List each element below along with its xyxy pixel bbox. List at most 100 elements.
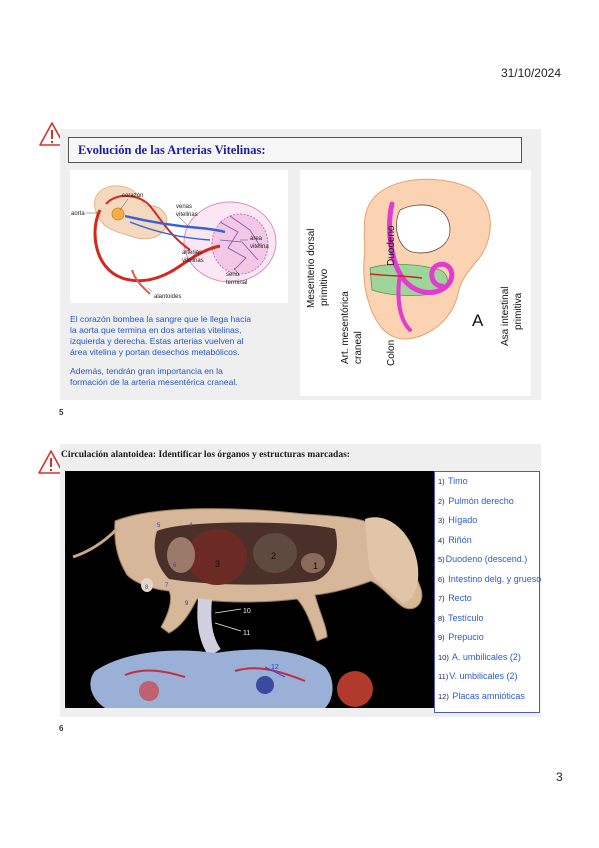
label-mesenterio-primitivo: primitivo — [319, 268, 330, 306]
list-item-label: Testículo — [448, 612, 484, 623]
list-item-number: 1) — [438, 477, 445, 486]
list-item-number: 12) — [438, 691, 449, 701]
photo-label-12: 12 — [271, 664, 279, 671]
list-item-number: 11) — [438, 672, 449, 681]
paragraph-1: El corazón bombea la sangre que le llega… — [70, 314, 298, 358]
list-item-label: Recto — [448, 593, 472, 603]
warning-icon — [38, 450, 64, 474]
label-letter-a: A — [472, 311, 484, 330]
list-item-label: V. umbilicales (2) — [449, 671, 518, 681]
label-corazon: corazón — [122, 193, 143, 199]
header-date: 31/10/2024 — [500, 66, 561, 80]
photo-label-6: 6 — [173, 563, 177, 569]
list-item: 6) Intestino delg. y grueso — [438, 570, 541, 590]
slide-title: Evolución de las Arterias Vitelinas: — [78, 143, 266, 157]
label-aorta: aorta — [71, 211, 85, 217]
lung-organ — [253, 533, 297, 573]
warning-icon — [39, 122, 65, 146]
label-venas: venas — [176, 204, 192, 210]
list-item: 8) Testículo — [438, 609, 541, 629]
label-alantoides: alantoides — [154, 294, 181, 300]
list-item-label: Hígado — [448, 515, 478, 525]
label-arterias: arterias — [182, 250, 202, 256]
structure-list: 1) Timo 2) Pulmón derecho 3) Hígado 4) R… — [434, 471, 541, 713]
list-item-label: Intestino delg. y grueso — [448, 573, 542, 584]
list-item-number: 8) — [438, 613, 445, 623]
list-item-number: 10) — [438, 652, 449, 662]
label-colon: Colon — [386, 340, 397, 366]
label-asa-intestinal: Asa intestinal — [500, 287, 511, 346]
list-item-label: Pulmón derecho — [448, 495, 514, 506]
photo-label-1: 1 — [313, 561, 318, 571]
paragraph-2-line: Además, tendrán gran importancia en la — [70, 366, 223, 376]
label-seno: seno — [226, 272, 240, 278]
label-area-vitelina: vitelina — [250, 244, 269, 250]
photo-label-4: 4 — [189, 523, 193, 529]
list-item: 7) Recto — [438, 589, 541, 609]
slide-circulacion-alantoidea: Circulación alantoidea: Identificar los … — [60, 444, 541, 717]
label-art-mesenterica: Art. mesentórica — [340, 291, 351, 364]
label-venas-vitelinas: vitelinas — [176, 212, 198, 218]
slide2-heading: Circulación alantoidea: Identificar los … — [61, 450, 350, 460]
photo-label-9: 9 — [185, 601, 189, 607]
slide-arterias-vitelinas: Evolución de las Arterias Vitelinas: aor… — [60, 129, 541, 400]
slide-number-5: 5 — [59, 408, 64, 417]
list-item-label: Duodeno (descend.) — [445, 554, 528, 564]
slide-number-6: 6 — [59, 724, 64, 733]
label-art-craneal: craneal — [353, 331, 364, 364]
list-item-number: 4) — [438, 535, 445, 545]
photo-label-10: 10 — [243, 608, 251, 615]
list-item: 2) Pulmón derecho — [438, 492, 541, 512]
paragraph-1-line: área vitelina y portan desechos metabóli… — [70, 347, 240, 357]
paragraph-1-line: izquierda y derecha. Estas arterias vuel… — [70, 336, 244, 346]
list-item: 11)V. umbilicales (2) — [438, 667, 541, 687]
liver-organ — [187, 529, 247, 585]
gut-loop — [387, 201, 455, 295]
list-item: 12) Placas amnióticas — [438, 687, 541, 707]
label-terminal: terminal — [226, 280, 247, 286]
photo-label-8: 8 — [145, 585, 149, 591]
paragraph-1-line: la aorta que termina en dos arterias vit… — [70, 325, 242, 335]
page-number: 3 — [556, 770, 563, 784]
list-item-number: 6) — [438, 574, 445, 584]
list-item-number: 7) — [438, 594, 445, 603]
list-item-number: 5) — [438, 555, 445, 564]
list-item-label: Timo — [448, 476, 468, 486]
list-item-number: 3) — [438, 516, 445, 525]
label-arterias-vitelinas: vitelinas — [182, 258, 204, 264]
photo-label-11: 11 — [243, 630, 250, 637]
list-item-label: Riñón — [448, 534, 472, 545]
list-item: 10) A. umbilicales (2) — [438, 648, 541, 668]
list-item: 9) Prepucio — [438, 628, 541, 648]
list-item-label: Prepucio — [448, 632, 484, 642]
paragraph-2: Además, tendrán gran importancia en la f… — [70, 366, 298, 388]
label-asa-primitiva: primitiva — [513, 292, 524, 330]
list-item: 3) Hígado — [438, 511, 541, 531]
list-item-number: 2) — [438, 496, 445, 506]
label-duodeno: Duodeno — [386, 225, 397, 266]
heart-shape — [111, 207, 125, 221]
list-item-number: 9) — [438, 633, 445, 642]
paragraph-2-line: formación de la arteria mesentérica cran… — [70, 377, 238, 387]
paragraph-1-line: El corazón bombea la sangre que le llega… — [70, 314, 252, 324]
list-item: 1) Timo — [438, 472, 541, 492]
intestinal-loop-figure: Mesenterio dorsal primitivo Art. mesentó… — [300, 170, 531, 396]
embryo-silhouette — [363, 178, 491, 340]
label-area: área — [250, 236, 263, 242]
vitelline-arteries-figure: aorta corazón venas vitelinas área vitel… — [70, 170, 288, 303]
list-item: 4) Riñón — [438, 531, 541, 551]
list-item-label: Placas amnióticas — [452, 690, 525, 701]
photo-label-3: 3 — [215, 559, 220, 569]
cotyledon — [337, 671, 373, 707]
photo-label-2: 2 — [271, 551, 276, 561]
thymus-organ — [301, 553, 325, 573]
placenta — [90, 649, 333, 708]
seno-terminal — [211, 213, 269, 275]
label-mesenterio-dorsal: Mesenterio dorsal — [306, 229, 317, 308]
list-item: 5)Duodeno (descend.) — [438, 550, 541, 570]
structure-list-items: 1) Timo 2) Pulmón derecho 3) Hígado 4) R… — [438, 472, 541, 706]
photo-label-7: 7 — [165, 583, 169, 589]
photo-label-5: 5 — [157, 523, 161, 529]
fetus-dissection-photo: 1 2 3 4 5 6 7 8 9 10 11 12 — [65, 471, 434, 708]
slide-title-box: Evolución de las Arterias Vitelinas: — [68, 137, 522, 163]
